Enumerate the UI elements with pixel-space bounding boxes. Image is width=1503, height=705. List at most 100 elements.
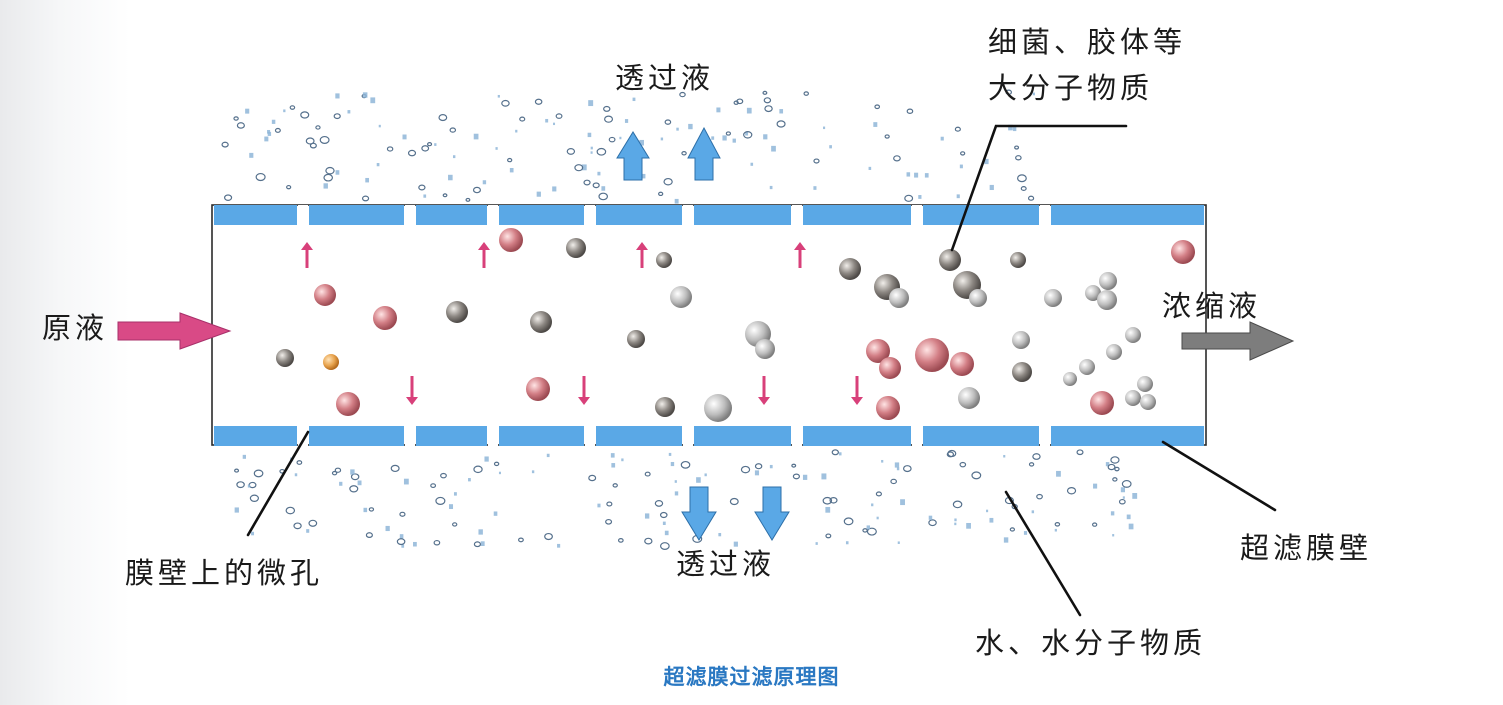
water-molecule xyxy=(897,541,900,544)
particle xyxy=(1063,372,1077,386)
water-molecule xyxy=(335,170,340,175)
permeate-arrows-top xyxy=(616,126,721,181)
water-molecule xyxy=(365,177,370,183)
water-molecule xyxy=(1093,483,1098,489)
water-molecule xyxy=(592,182,600,189)
water-molecule xyxy=(838,452,842,456)
membrane-wall-bottom xyxy=(214,426,1204,446)
water-molecule xyxy=(545,118,549,123)
water-molecule xyxy=(588,474,597,482)
particle xyxy=(530,311,552,333)
water-molecule xyxy=(480,541,485,546)
water-molecule xyxy=(255,172,266,182)
particle xyxy=(1140,394,1156,410)
leader-lines xyxy=(246,124,1277,617)
water-molecule xyxy=(449,127,457,133)
permeate-arrows-bottom xyxy=(681,486,790,541)
water-molecule xyxy=(361,195,370,202)
water-molecule xyxy=(306,529,310,533)
water-molecule xyxy=(596,147,607,156)
water-molecule xyxy=(674,198,679,204)
water-molecule xyxy=(493,461,500,467)
water-molecule xyxy=(606,501,613,507)
feed-arrow xyxy=(117,312,232,350)
water-molecule xyxy=(959,461,967,468)
water-molecule xyxy=(453,492,457,496)
water-molecule xyxy=(829,497,838,504)
membrane-pores-label: 膜壁上的微孔 xyxy=(125,556,324,590)
water-molecule xyxy=(378,124,381,128)
water-molecule xyxy=(733,100,739,105)
water-molecule xyxy=(325,166,335,175)
permeate-bottom-label: 透过液 xyxy=(676,547,776,581)
water-molecule xyxy=(385,525,390,532)
water-molecule xyxy=(670,461,675,467)
top-wall-segment xyxy=(694,205,791,225)
water-molecule xyxy=(534,98,543,105)
particle xyxy=(876,396,900,420)
water-molecule xyxy=(426,142,433,147)
water-molecule xyxy=(347,110,351,114)
water-molecule xyxy=(989,517,994,523)
top-wall-segment xyxy=(309,205,404,225)
particle xyxy=(704,394,732,422)
particle xyxy=(950,352,974,376)
top-wall-segment xyxy=(1051,205,1204,225)
water-molecule xyxy=(611,463,616,468)
water-molecule xyxy=(718,532,722,537)
water-molecule xyxy=(664,119,672,125)
water-molecule xyxy=(315,125,321,130)
water-molecule xyxy=(866,527,877,536)
water-molecule xyxy=(1091,522,1098,527)
bottom-wall-segment xyxy=(416,426,487,446)
bottom-wall-pore xyxy=(1040,426,1050,446)
water-molecule xyxy=(350,469,355,475)
water-molecule xyxy=(590,151,593,154)
water-molecule xyxy=(688,123,693,130)
water-molecule xyxy=(274,127,281,133)
bottom-wall-pore xyxy=(683,426,693,446)
water-molecule xyxy=(319,135,330,144)
particle xyxy=(1079,359,1095,375)
particle xyxy=(879,357,901,379)
water-molecule xyxy=(555,113,563,119)
water-molecule xyxy=(776,120,786,128)
water-molecule xyxy=(365,532,373,538)
water-molecule xyxy=(924,173,929,178)
water-molecule xyxy=(644,513,650,519)
particle xyxy=(323,354,339,370)
water-molecule xyxy=(904,194,914,202)
pores-leader-line xyxy=(246,430,310,537)
water-molecule xyxy=(350,473,360,481)
water-molecule xyxy=(900,499,905,506)
bottom-wall-pore xyxy=(405,426,415,446)
water-molecule xyxy=(1105,462,1110,467)
water-molecule xyxy=(986,509,989,513)
water-molecule xyxy=(660,137,664,141)
water-molecule xyxy=(333,113,341,120)
top-wall-pore xyxy=(298,205,308,225)
water-molecule xyxy=(386,146,394,152)
water-molecule xyxy=(641,173,646,179)
water-molecule xyxy=(658,191,664,197)
water-molecule xyxy=(663,177,673,186)
water-molecule xyxy=(843,517,854,526)
water-molecule xyxy=(308,519,318,527)
concentrate-label: 浓缩液 xyxy=(1162,289,1262,323)
water-molecule xyxy=(296,460,303,465)
bottom-wall-segment xyxy=(803,426,911,446)
water-molecule xyxy=(349,485,359,493)
water-molecule xyxy=(245,108,250,114)
water-molecule xyxy=(754,463,763,470)
water-molecule xyxy=(845,541,849,545)
water-molecule xyxy=(1005,89,1012,95)
water-molecule xyxy=(654,499,664,507)
water-molecule xyxy=(769,464,773,469)
water-molecule xyxy=(1023,531,1028,535)
water-molecule xyxy=(928,519,937,527)
water-molecule xyxy=(876,516,879,520)
particle xyxy=(1010,252,1026,268)
water-molecule xyxy=(236,122,245,129)
water-molecule xyxy=(884,134,890,139)
water-molecule xyxy=(644,537,653,545)
